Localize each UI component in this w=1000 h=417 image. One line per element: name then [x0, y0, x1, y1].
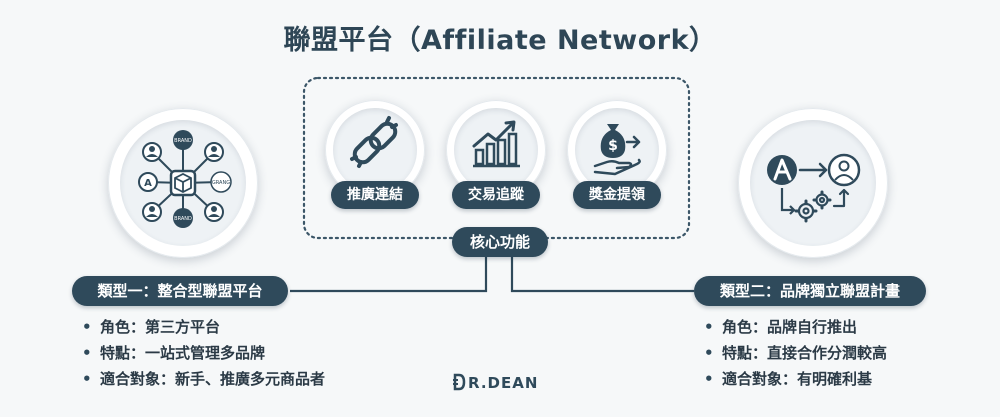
type-one-details: •角色：第三方平台 •特點：一站式管理多品牌 •適合對象：新手、推廣多元商品者: [82, 314, 325, 392]
feature-label-tracking: 交易追蹤: [452, 181, 540, 209]
list-item: •特點：一站式管理多品牌: [82, 344, 266, 362]
type-two-details: •角色：品牌自行推出 •特點：直接合作分潤較高 •適合對象：有明確利基: [704, 314, 887, 392]
brand-network-hub-icon: A BRAND BRAND GRANG: [138, 130, 232, 228]
list-item: •角色：第三方平台: [82, 318, 221, 336]
dr-dean-logo-icon: [453, 373, 466, 391]
page-title: 聯盟平台（Affiliate Network）: [283, 25, 717, 56]
money-bag-hand-icon: $: [593, 124, 641, 176]
svg-text:$: $: [608, 138, 618, 154]
type-one-label: 類型一：整合型聯盟平台: [72, 276, 288, 306]
list-item: •角色：品牌自行推出: [704, 318, 858, 336]
chain-link-icon: [350, 116, 398, 168]
type-two-label: 類型二：品牌獨立聯盟計畫: [694, 276, 926, 306]
type-two-circle: [738, 108, 888, 258]
core-functions-label: 核心功能: [452, 227, 548, 257]
brand-text: R.DEAN: [468, 374, 539, 392]
svg-text:GRANG: GRANG: [212, 180, 230, 186]
svg-text:A: A: [144, 178, 152, 189]
core-functions-frame: [302, 76, 691, 240]
brand-logo: R.DEAN: [452, 373, 538, 393]
connector-left: [290, 257, 488, 293]
list-item: •特點：直接合作分潤較高: [704, 344, 888, 362]
brand-to-user-gears-icon: [767, 153, 861, 223]
list-item: •適合對象：新手、推廣多元商品者: [82, 370, 326, 388]
connector-right: [510, 257, 694, 293]
list-item: •適合對象：有明確利基: [704, 370, 873, 388]
svg-text:BRAND: BRAND: [174, 138, 192, 144]
feature-label-payout: 獎金提領: [573, 181, 661, 209]
svg-text:BRAND: BRAND: [174, 216, 192, 222]
feature-label-link: 推廣連結: [331, 181, 419, 209]
growth-chart-icon: [472, 120, 520, 168]
